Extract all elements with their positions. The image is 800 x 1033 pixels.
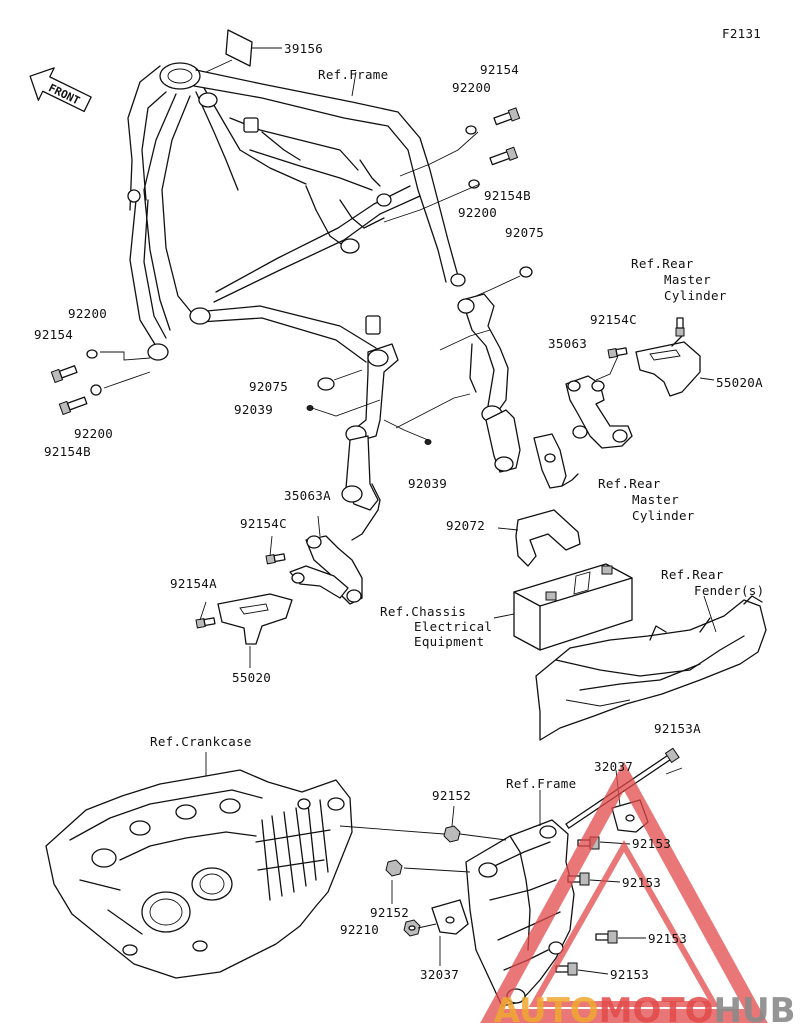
label-92154-top: 92154 <box>480 62 520 77</box>
label-92153-4: 92153 <box>610 967 650 982</box>
label-92200-top: 92200 <box>452 80 492 95</box>
label-ref-frame-bottom: Ref.Frame <box>506 776 577 791</box>
label-32037-bot: 32037 <box>420 967 460 982</box>
watermark-text: AUTOMOTOHUB <box>470 951 796 1031</box>
label-ref-rear-fender-2: Fender(s) <box>694 583 765 598</box>
label-35063: 35063 <box>548 336 588 351</box>
watermark-part2: MOTO <box>598 991 714 1031</box>
guard-55020a <box>635 317 715 397</box>
label-92200-left2: 92200 <box>74 426 114 441</box>
label-ref-rear-master-cyl-bot-2: Master <box>632 492 679 507</box>
bracket-35063 <box>533 347 633 489</box>
label-ref-chassis-elec-3: Equipment <box>414 634 485 649</box>
label-92072: 92072 <box>446 518 486 533</box>
label-ref-rear-master-cyl-top-2: Master <box>664 272 711 287</box>
label-ref-rear-master-cyl-bot-1: Ref.Rear <box>598 476 661 491</box>
label-92039-left: 92039 <box>234 402 274 417</box>
guard-55020 <box>195 593 293 668</box>
label-ref-rear-master-cyl-top-1: Ref.Rear <box>631 256 694 271</box>
label-ref-chassis-elec-1: Ref.Chassis <box>380 604 467 619</box>
label-92210: 92210 <box>340 922 380 937</box>
label-ref-rear-fender-1: Ref.Rear <box>661 567 724 582</box>
label-92153-2: 92153 <box>622 875 662 890</box>
label-ref-frame-top: Ref.Frame <box>318 67 389 82</box>
label-55020: 55020 <box>232 670 272 685</box>
battery-strap-92072 <box>497 509 581 567</box>
label-ref-chassis-elec-2: Electrical <box>414 619 493 634</box>
label-92154b-left: 92154B <box>44 444 91 459</box>
label-ref-crankcase: Ref.Crankcase <box>150 734 252 749</box>
crankcase <box>45 752 353 979</box>
rear-fender <box>535 595 767 741</box>
label-92154a: 92154A <box>170 576 217 591</box>
label-92153-1: 92153 <box>632 836 672 851</box>
label-92075-right: 92075 <box>505 225 545 240</box>
watermark-logo-icon <box>480 761 768 1023</box>
label-39156: 39156 <box>284 41 324 56</box>
label-32037-top: 32037 <box>594 759 634 774</box>
label-35063a: 35063A <box>284 488 331 503</box>
label-92154c-left: 92154C <box>240 516 287 531</box>
label-92154-left: 92154 <box>34 327 74 342</box>
label-92039-mid: 92039 <box>408 476 448 491</box>
rear-frame-stays <box>306 266 533 541</box>
label-92075-left: 92075 <box>249 379 289 394</box>
label-92154c-right: 92154C <box>590 312 637 327</box>
main-frame <box>127 62 466 363</box>
label-92153a: 92153A <box>654 721 701 736</box>
label-92200-mid: 92200 <box>458 205 498 220</box>
battery <box>493 563 633 651</box>
label-ref-rear-master-cyl-top-3: Cylinder <box>664 288 727 303</box>
label-92200-left: 92200 <box>68 306 108 321</box>
bolts-upper <box>50 71 521 441</box>
label-55020a: 55020A <box>716 375 763 390</box>
label-92152-top: 92152 <box>432 788 472 803</box>
front-arrow-icon: FRONT <box>29 67 92 113</box>
figure-code: F2131 <box>722 26 762 41</box>
label-92154b-top: 92154B <box>484 188 531 203</box>
label-plate-39156 <box>205 29 282 73</box>
label-92152-bot: 92152 <box>370 905 410 920</box>
label-92153-3: 92153 <box>648 931 688 946</box>
watermark-part3: HUB <box>713 991 796 1031</box>
bracket-35063a <box>265 515 363 605</box>
watermark-part1: AUTO <box>493 991 599 1031</box>
label-ref-rear-master-cyl-bot-3: Cylinder <box>632 508 695 523</box>
